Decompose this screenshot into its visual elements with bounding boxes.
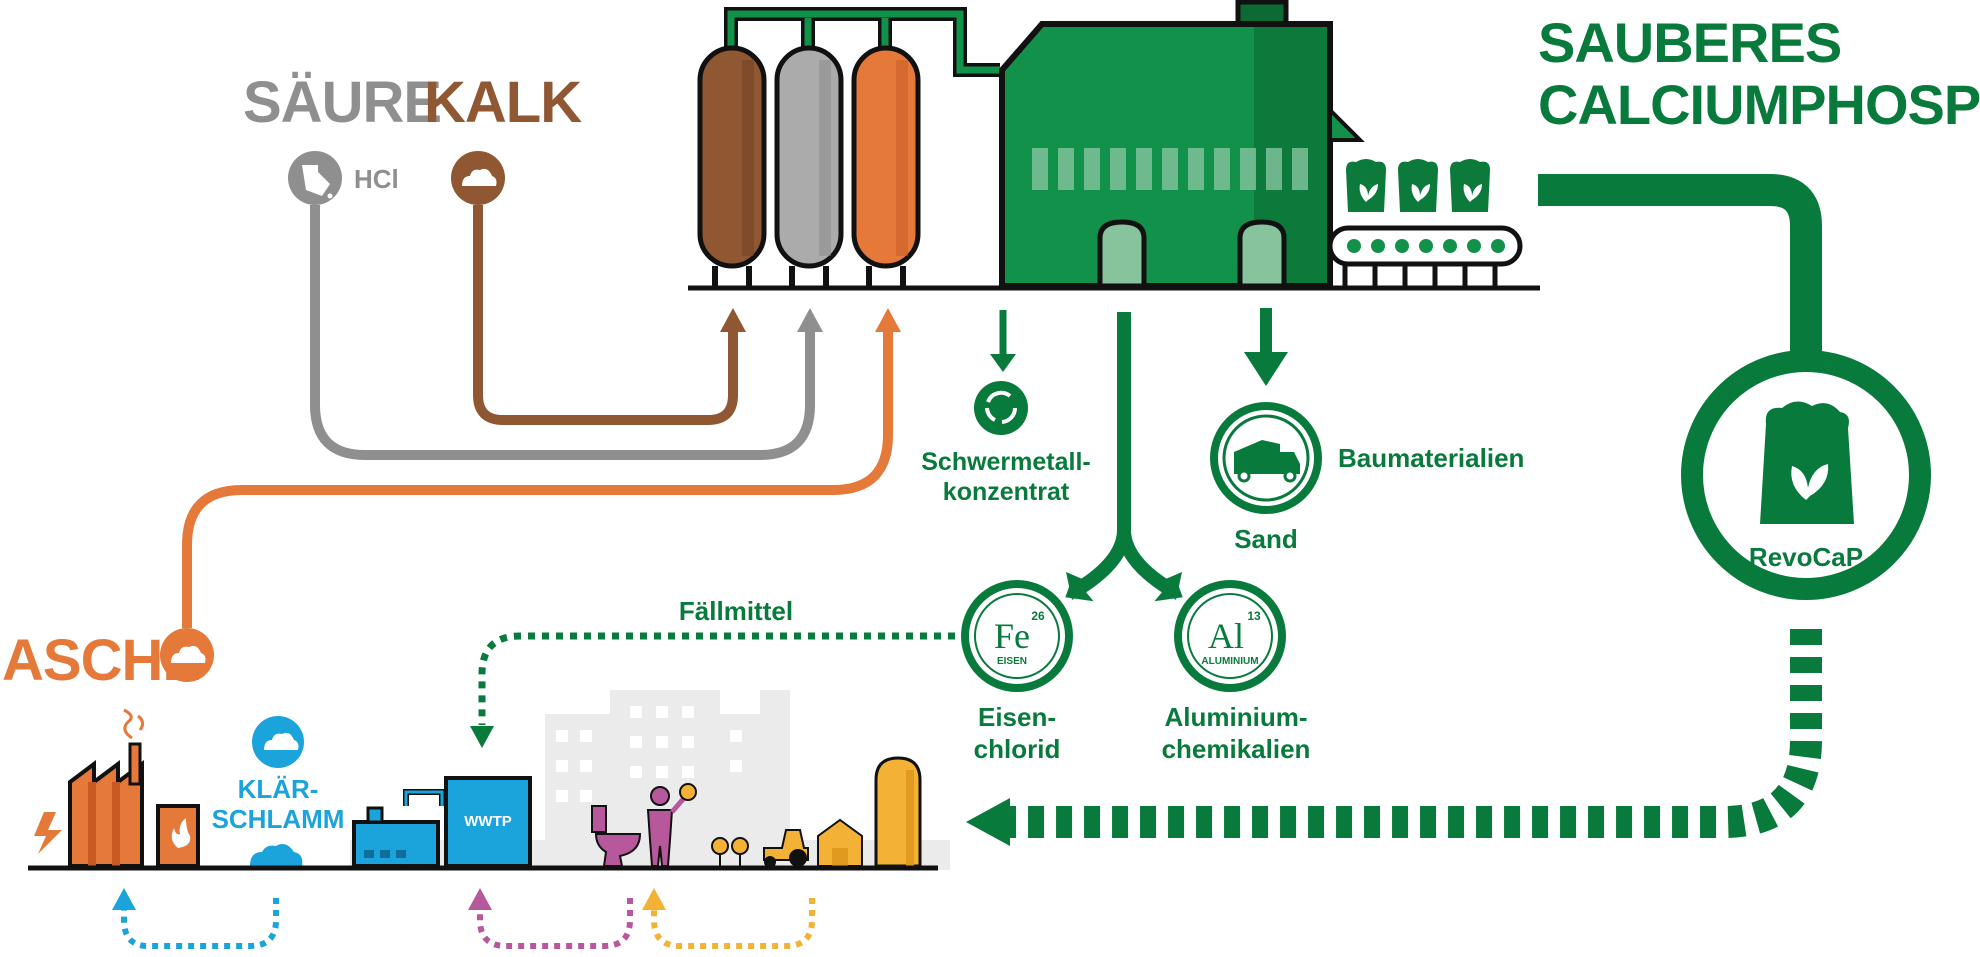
sludge-loop-line — [121, 898, 279, 949]
sand-label: Sand — [1234, 524, 1298, 554]
iron-element-badge — [961, 580, 1073, 692]
recycle-icon — [974, 381, 1028, 435]
iron-arrowhead — [1066, 572, 1094, 600]
aluminium-chemicals-label-line1: Aluminium- — [1165, 702, 1308, 732]
sludge-pile — [250, 844, 303, 866]
lime-label: KALK — [424, 70, 582, 135]
product-bag-icon — [1346, 159, 1490, 212]
lime-powder-icon — [451, 151, 505, 205]
acid-bottle-icon — [288, 151, 342, 205]
acid-tank — [697, 45, 767, 290]
acid-feed-arrowhead — [797, 308, 823, 332]
phosphate-output-pipe — [1538, 174, 1822, 352]
ash-tank — [851, 45, 921, 290]
fertilizer-bag-icon — [1760, 401, 1854, 524]
farm — [711, 756, 922, 868]
sludge-label-line2: SCHLAMM — [212, 804, 345, 834]
output-title-line2: CALCIUMPHOSPHAT — [1538, 73, 1980, 136]
heavy-metal-label-line2: konzentrat — [943, 478, 1070, 506]
sludge-cloud-icon — [252, 716, 304, 768]
ash-feed-arrowhead — [875, 308, 901, 332]
revocap-label: RevoCaP — [1749, 542, 1863, 572]
iron-element-name: EISEN — [997, 656, 1027, 667]
wwtp-label: WWTP — [464, 813, 511, 830]
conveyor-belt — [1327, 225, 1523, 286]
aluminium-atomic-number: 13 — [1247, 609, 1261, 623]
city-windows — [556, 706, 742, 802]
iron-chloride-label-line1: Eisen- — [978, 702, 1056, 732]
ash-feed-pipe — [182, 330, 893, 628]
acid-feed-pipe — [310, 205, 815, 460]
farm-loop-line — [651, 898, 815, 949]
iron-chloride-label-line2: chlorid — [974, 734, 1061, 764]
ash-powder-icon — [160, 628, 214, 682]
acid-label: SÄURE — [243, 70, 441, 135]
lime-feed-pipe — [473, 205, 738, 425]
precipitant-arrowhead — [470, 726, 494, 748]
toilet-loop-line — [477, 898, 633, 949]
iron-atomic-number: 26 — [1031, 609, 1045, 623]
person-icon — [646, 783, 697, 867]
iron-symbol: Fe — [994, 616, 1030, 656]
cement-truck-icon — [1210, 402, 1322, 514]
heavy-metal-label-line1: Schwermetall- — [921, 448, 1091, 476]
aluminium-chemicals-label-line2: chemikalien — [1162, 734, 1311, 764]
lightning-icon — [34, 812, 62, 854]
sand-arrowhead — [1244, 352, 1288, 386]
aluminium-element-name: ALUMINIUM — [1201, 656, 1258, 667]
toilet-loop-arrowhead — [468, 888, 492, 910]
sludge-label-line1: KLÄR- — [238, 774, 319, 804]
output-title-line1: SAUBERES — [1538, 11, 1841, 74]
heavy-metal-arrowhead — [990, 354, 1016, 372]
acid-formula: HCl — [354, 164, 399, 194]
chemicals-split-pipe — [1076, 312, 1172, 594]
tank-group — [697, 7, 1000, 290]
smoke-icon — [123, 708, 145, 740]
building-materials-label: Baumaterialien — [1338, 443, 1524, 473]
power-plant — [34, 708, 200, 868]
silo-icon — [874, 756, 922, 868]
aluminium-arrowhead — [1154, 572, 1182, 600]
tractor-icon — [763, 829, 809, 868]
aluminium-element-badge — [1174, 580, 1286, 692]
farm-loop-arrowhead — [642, 888, 666, 910]
factory-building — [999, 0, 1365, 289]
barn-icon — [817, 818, 863, 867]
precipitant-return-line — [478, 632, 955, 725]
wastewater-plant — [352, 776, 532, 868]
phosphate-return-line — [1010, 629, 1822, 838]
aluminium-symbol: Al — [1208, 616, 1244, 656]
precipitant-label: Fällmittel — [679, 596, 793, 626]
sludge-loop-arrowhead — [112, 888, 136, 910]
lime-feed-arrowhead — [720, 308, 746, 332]
lime-tank — [774, 45, 844, 290]
fire-icon — [171, 818, 191, 848]
phosphate-return-arrowhead — [966, 798, 1010, 846]
